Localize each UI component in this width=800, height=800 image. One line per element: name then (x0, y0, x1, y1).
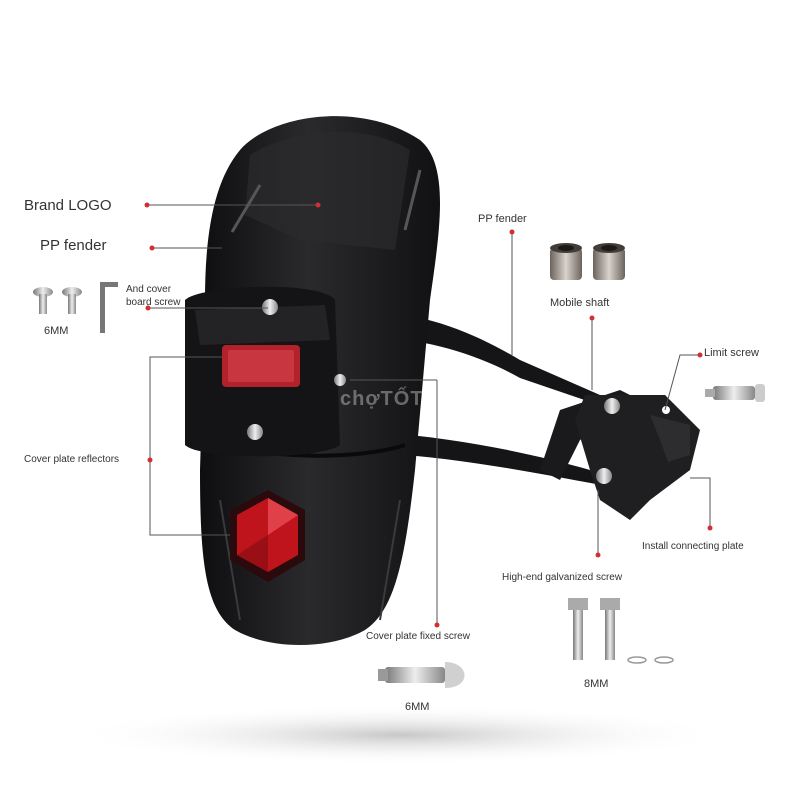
cover-board-screw (262, 299, 278, 315)
hexagon-reflector (230, 490, 305, 582)
leader-dots (144, 202, 713, 628)
screw-6mm-pair (33, 282, 118, 333)
label-limit-screw: Limit screw (704, 347, 760, 359)
label-cover-plate-fixed-screw: Cover plate fixed screw (366, 631, 470, 642)
cover-plate-fixed-screw (247, 424, 263, 440)
label-brand-logo: Brand LOGO (24, 197, 112, 214)
cover-plate (185, 286, 346, 457)
label-mobile-shaft: Mobile shaft (550, 297, 610, 309)
limit-screw (705, 384, 765, 402)
label-and-cover-line2: board screw (126, 297, 181, 308)
label-and-cover-line1: And cover (126, 284, 172, 295)
label-6mm-left: 6MM (44, 325, 69, 337)
label-pp-fender-left: PP fender (40, 237, 107, 254)
mobile-shaft-sleeves (550, 243, 625, 280)
label-6mm-bottom: 6MM (405, 701, 430, 713)
label-8mm: 8MM (584, 678, 609, 690)
floor-shadow (70, 705, 730, 765)
label-high-end-galvanized-screw: High-end galvanized screw (502, 572, 623, 583)
label-install-connecting-plate: Install connecting plate (642, 541, 744, 552)
label-cover-plate-reflectors: Cover plate reflectors (24, 454, 120, 465)
watermark: chợTỐT (340, 388, 424, 410)
leader-lines (145, 204, 711, 625)
bolts-8mm (568, 598, 674, 664)
cover-fixed-screw-part (378, 662, 465, 688)
label-pp-fender-right: PP fender (478, 213, 527, 225)
